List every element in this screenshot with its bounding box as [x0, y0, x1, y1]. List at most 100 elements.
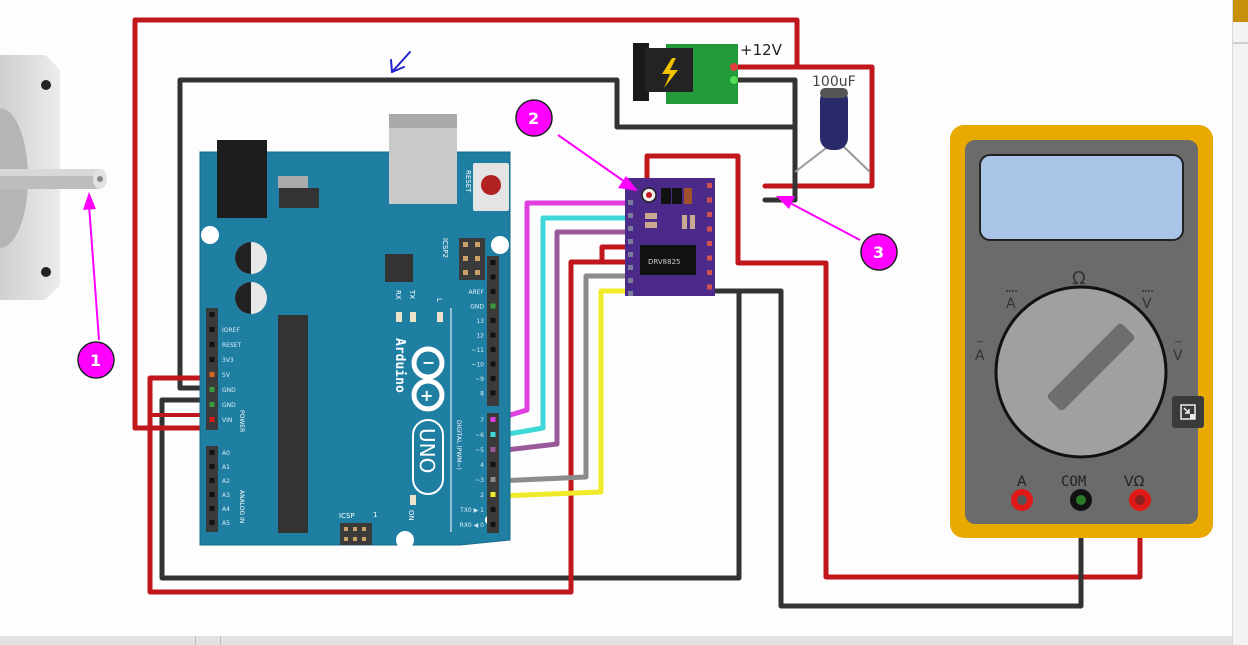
- on-label: ON: [407, 510, 415, 521]
- hand-drawn-arrow-icon: [390, 51, 411, 73]
- circuit-diagram: RESET ICSP2 RX TX L ON: [0, 17, 1213, 609]
- driver-label: DRV8825: [648, 258, 680, 266]
- wire-red-vin-to-12v: [132, 17, 800, 431]
- svg-text:1: 1: [90, 351, 101, 370]
- digital-pin: [490, 274, 496, 280]
- multimeter: Ω A V A ~ V ~ A COM VΩ: [950, 125, 1213, 538]
- digital-pin: [490, 347, 496, 352]
- callouts: 1 2 3: [77, 99, 898, 379]
- driver-pin-right: [707, 255, 712, 261]
- dial-pointer: [1047, 323, 1135, 411]
- atmega-chip: [278, 315, 308, 533]
- svg-text:2: 2: [528, 109, 539, 128]
- callout-2: [515, 99, 553, 137]
- analog-pin-label: A5: [222, 520, 230, 527]
- power-pin: [209, 312, 215, 317]
- power-pin: [209, 342, 215, 347]
- svg-text:~: ~: [1174, 337, 1182, 348]
- analog-pin-label: A1: [222, 464, 230, 471]
- svg-text:+: +: [420, 386, 433, 405]
- stepper-motor: [0, 55, 107, 300]
- power-pin-label: RESET: [222, 342, 242, 349]
- digital-pin: [490, 447, 496, 452]
- power-pin: [209, 402, 215, 407]
- digital-pin-label: 7: [480, 417, 484, 424]
- driver-pin-left: [628, 265, 633, 270]
- digital-pin: [490, 522, 496, 527]
- right-panel-edge: [1232, 0, 1248, 645]
- wire-red-reset-sleep: [599, 244, 634, 265]
- analog-pin: [209, 450, 215, 455]
- digital-pin: [490, 477, 496, 482]
- analog-header: [206, 446, 218, 532]
- wire-red-12v-cap: [732, 64, 875, 189]
- wire-black-12v-gnd: [732, 77, 798, 130]
- analog-pin: [209, 492, 215, 497]
- drv8825-driver: DRV8825: [625, 178, 715, 296]
- analog-header-label: ANALOG IN: [238, 490, 245, 523]
- driver-pin-right: [707, 212, 712, 217]
- digital-pin: [490, 432, 496, 437]
- wires: [132, 17, 1143, 609]
- callout-1: [77, 341, 115, 379]
- driver-pin-left: [628, 239, 633, 244]
- exit-fullscreen-button[interactable]: [1172, 396, 1204, 428]
- driver-pin-right: [707, 284, 712, 290]
- driver-pin-left: [628, 252, 633, 257]
- power-pin-label: 5V: [222, 372, 231, 379]
- icsp-pin1-label: 1: [373, 511, 377, 519]
- svg-text:−: −: [422, 353, 435, 372]
- power-pin-label: 3V3: [222, 357, 234, 364]
- capacitor-label: 100uF: [812, 74, 856, 90]
- driver-pin-left: [628, 226, 633, 231]
- digital-pin-label: 2: [480, 492, 484, 499]
- circuit-canvas: RESET ICSP2 RX TX L ON: [0, 0, 1232, 636]
- wire-black-gnd-loop: [159, 288, 742, 581]
- digital-pin: [490, 462, 496, 467]
- dial-dc-volts-label: V: [1142, 296, 1152, 312]
- digital-header-top: [487, 256, 499, 406]
- digital-pin-label: ~3: [475, 477, 484, 484]
- driver-pin-right: [707, 183, 712, 188]
- analog-pin-label: A0: [222, 450, 230, 457]
- port-a-label: A: [1017, 474, 1027, 490]
- analog-pin-label: A3: [222, 492, 230, 499]
- driver-pin-left: [628, 291, 633, 296]
- power-pin: [209, 387, 215, 392]
- multimeter-display: [979, 154, 1184, 241]
- voltage-label: +12V: [740, 41, 783, 59]
- digital-pin: [490, 507, 496, 512]
- digital-pin-label: TX0 ▶ 1: [459, 507, 484, 514]
- analog-pin: [209, 464, 215, 469]
- driver-pin-left: [628, 278, 633, 283]
- svg-text:3: 3: [873, 243, 884, 262]
- driver-pin-right: [707, 241, 712, 246]
- uno-label: UNO: [415, 428, 439, 473]
- digital-pin-label: ~5: [475, 447, 484, 454]
- usb-port: [389, 114, 457, 204]
- wire-black-gnd-top: [177, 77, 798, 391]
- digital-header-label: DIGITAL (PWM~): [455, 420, 462, 470]
- capacitor-100uf: 100uF: [794, 74, 871, 173]
- wire-cyan-pin6: [494, 215, 634, 439]
- tx-label: TX: [408, 289, 416, 299]
- power-pin-label: VIN: [222, 417, 232, 424]
- power-pin-label: GND: [222, 387, 236, 394]
- digital-pin-label: RX0 ◀ 0: [460, 522, 485, 529]
- analog-pin-label: A2: [222, 478, 230, 485]
- digital-pin-label: 4: [480, 462, 484, 469]
- power-pin: [209, 357, 215, 362]
- digital-pin: [490, 492, 496, 497]
- bottom-bar: [0, 636, 1232, 645]
- analog-pin-label: A4: [222, 506, 230, 513]
- power-pin: [209, 327, 215, 332]
- power-header-label: POWER: [238, 410, 245, 432]
- l-label: L: [435, 298, 443, 302]
- reset-label: RESET: [464, 170, 472, 193]
- power-pin-label: IOREF: [222, 327, 240, 334]
- svg-text:~: ~: [976, 337, 984, 348]
- dial-dc-amps-label: A: [1006, 296, 1016, 312]
- arduino-logo: [411, 346, 445, 412]
- divider: [220, 636, 221, 645]
- driver-pin-left: [628, 213, 633, 218]
